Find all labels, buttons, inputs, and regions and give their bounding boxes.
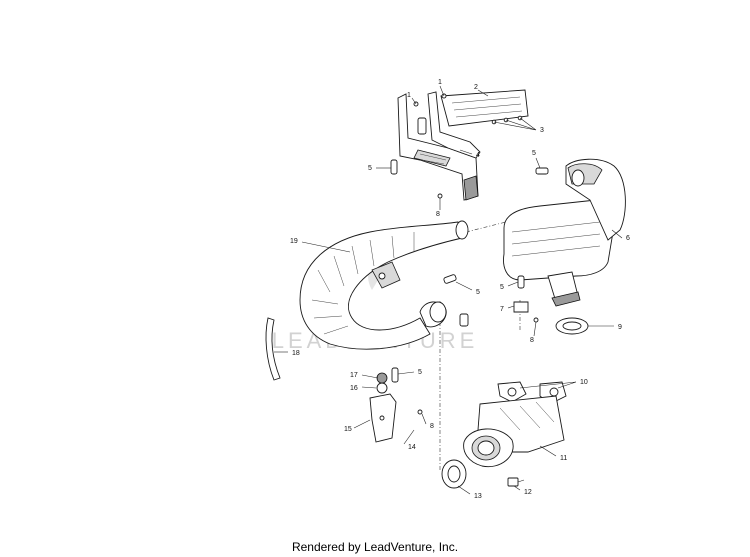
gasket-ring	[555, 317, 589, 335]
callout-13: 13	[474, 493, 482, 500]
lower-bracket	[369, 372, 397, 443]
callouts: 1 1 2 3 4 5 5 8 19 6 5 5 7 8 9 18 17 5 1…	[290, 79, 630, 500]
callout-8b: 8	[530, 337, 534, 344]
callout-3: 3	[540, 127, 544, 134]
callout-8a: 8	[436, 211, 440, 218]
callout-11: 11	[560, 455, 567, 462]
callout-5a: 5	[368, 165, 372, 172]
callout-5d: 5	[500, 284, 504, 291]
callout-15: 15	[344, 426, 352, 433]
callout-16: 16	[350, 385, 358, 392]
spring-5b	[535, 167, 549, 175]
clip-and-bolts	[417, 301, 539, 415]
callout-8c: 8	[430, 423, 434, 430]
heat-shield-plate	[440, 89, 529, 127]
springs	[391, 274, 525, 383]
callout-5b: 5	[532, 150, 536, 157]
callout-14: 14	[408, 444, 416, 451]
support-strap	[265, 317, 281, 381]
callout-18: 18	[292, 350, 300, 357]
silencer	[503, 158, 626, 307]
spring-5a	[390, 159, 398, 175]
mounting-bracket	[397, 91, 481, 201]
expansion-chamber	[299, 220, 469, 350]
callout-5c: 5	[476, 289, 480, 296]
callout-17: 17	[350, 372, 358, 379]
exhaust-manifold	[463, 381, 567, 468]
callout-12: 12	[524, 489, 532, 496]
footer-credit: Rendered by LeadVenture, Inc.	[291, 540, 459, 554]
callout-9: 9	[618, 324, 622, 331]
callout-4: 4	[476, 152, 480, 159]
seal	[441, 459, 467, 489]
callout-10: 10	[580, 379, 588, 386]
callout-7: 7	[500, 306, 504, 313]
callout-19: 19	[290, 238, 298, 245]
callout-2: 2	[474, 84, 478, 91]
leader-lines	[274, 85, 623, 495]
callout-6: 6	[626, 235, 630, 242]
callout-5e: 5	[418, 369, 422, 376]
callout-1b: 1	[438, 79, 442, 86]
callout-1a: 1	[407, 92, 411, 99]
manifold-bolt	[507, 477, 525, 487]
